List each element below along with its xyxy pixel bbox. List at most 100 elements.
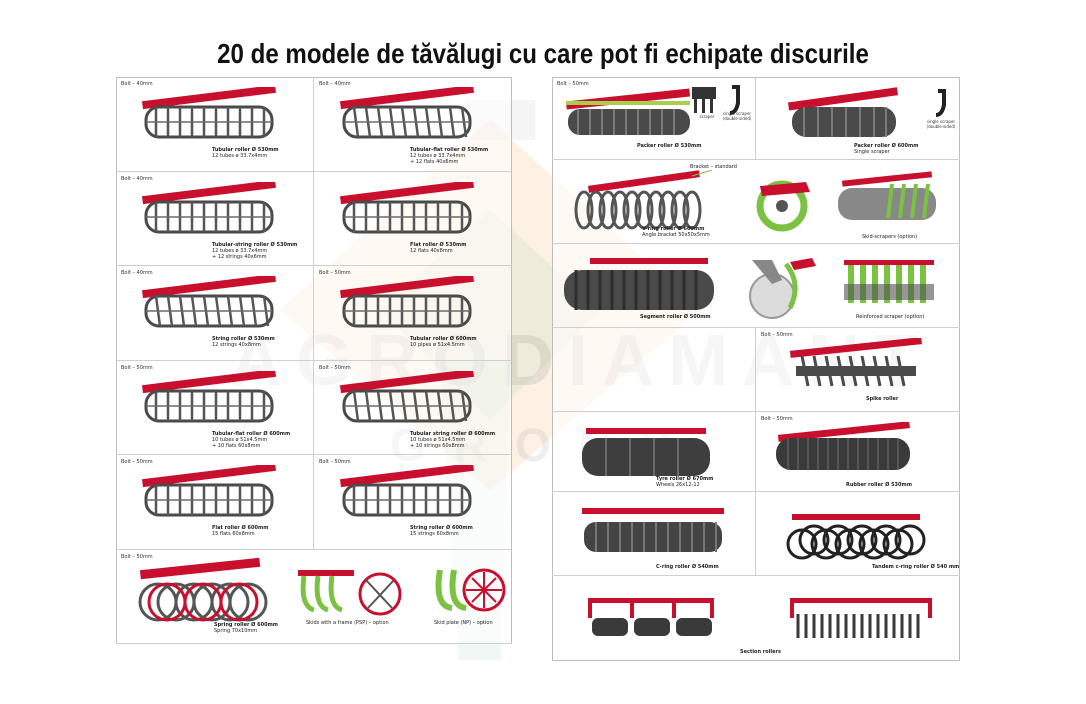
roller-name: Packer roller Ø 530mm xyxy=(637,143,702,149)
page-title: 20 de modele de tăvălugi cu care pot fi … xyxy=(217,38,869,69)
roller-name: Tandem c-ring roller Ø 540 mm xyxy=(872,564,960,570)
spring-roller-image xyxy=(138,558,268,622)
catalog-cell-tandem: Tandem c-ring roller Ø 540 mm xyxy=(756,492,960,576)
roller-spec: + 12 flats 40x6mm xyxy=(410,159,459,165)
roller-name: Tubular-flat roller Ø 530mm xyxy=(410,147,489,153)
catalog-cell-c-ring: C-ring roller Ø 540mm xyxy=(552,492,756,576)
bolt-label: Bolt – 50mm xyxy=(319,364,351,371)
tyre-caption: Tyre roller Ø 670mm Wheels 26x12-12 xyxy=(656,476,713,488)
bolt-label: Bolt – 50mm xyxy=(761,416,793,422)
roller-spec: 12 tubes ø 33.7x4mm xyxy=(212,247,268,254)
skid-scrapers-caption: Skid-scrapers (option) xyxy=(862,234,918,240)
single-scraper-image xyxy=(935,89,946,117)
roller-spec: Angle bracket 50x50x5mm xyxy=(642,232,710,238)
scraper-image xyxy=(692,85,740,115)
section-roller-b-image xyxy=(790,598,932,638)
roller-image xyxy=(340,465,474,517)
roller-image xyxy=(142,276,276,328)
bolt-label: Bolt – 40mm xyxy=(121,81,153,87)
roller-name: Tubular-string roller Ø 530mm xyxy=(212,241,298,248)
roller-name: String roller Ø 600mm xyxy=(410,525,473,532)
scraper-caption: scraper xyxy=(699,114,715,119)
bolt-label: Bolt – 40mm xyxy=(121,270,153,277)
catalog-cell-empty xyxy=(552,328,756,412)
roller-spec: 15 flats 60x8mm xyxy=(212,531,255,538)
roller-name: Tubular roller Ø 530mm xyxy=(212,147,279,153)
bolt-label: Bolt – 50mm xyxy=(319,270,351,277)
roller-name: Spring roller Ø 600mm xyxy=(214,622,279,628)
bolt-label: Bolt – 50mm xyxy=(761,332,793,338)
roller-spec: 10 tubes ø 51x4.5mm xyxy=(212,436,268,443)
bolt-label: Bolt – 50mm xyxy=(121,554,153,560)
catalog-cell-tyre: Tyre roller Ø 670mm Wheels 26x12-12 xyxy=(552,412,756,492)
spike-roller-image xyxy=(789,338,922,387)
roller-name: String roller Ø 530mm xyxy=(212,336,275,343)
roller-spec: 12 flats 40x8mm xyxy=(410,247,453,254)
spike-caption: Spike roller xyxy=(866,396,898,402)
reinforced-caption: Reinforced scraper (option) xyxy=(856,314,925,320)
roller-image xyxy=(142,465,276,517)
tandem-caption: Tandem c-ring roller Ø 540 mm xyxy=(872,564,959,570)
roller-image xyxy=(340,87,474,139)
roller-spec: + 10 strings 60x8mm xyxy=(410,442,465,449)
catalog-cell-v-ring: Bracket – standard V-ring roller Ø 600mm… xyxy=(552,160,960,244)
segment-detail-image xyxy=(749,258,816,319)
bolt-label: Bolt – 40mm xyxy=(121,175,153,182)
bolt-label: Bolt – 50mm xyxy=(319,459,351,466)
roller-name: C-ring roller Ø 540mm xyxy=(656,564,719,570)
option-psp-caption: Skids with a frame (PSP) – option xyxy=(306,620,389,626)
bolt-label: Bolt – 50mm xyxy=(121,459,153,466)
roller-spec: 10 tubes ø 51x4.5mm xyxy=(410,436,466,443)
catalog-cell-segment: Segment roller Ø 500mm Reinforced scrape… xyxy=(552,244,960,328)
roller-name: Flat roller Ø 600mm xyxy=(212,525,269,532)
rubber-roller-image xyxy=(776,422,910,470)
roller-image xyxy=(142,87,276,139)
packer-600-image xyxy=(787,87,899,137)
catalog-cell-packer-600: single scraper (double-sided) Packer rol… xyxy=(756,77,960,160)
roller-image xyxy=(340,276,474,328)
v-ring-caption: V-ring roller Ø 600mm Angle bracket 50x5… xyxy=(642,226,710,238)
roller-image xyxy=(142,181,276,234)
c-ring-roller-image xyxy=(582,508,724,552)
roller-name: Spike roller xyxy=(866,396,899,402)
bolt-label: Bolt – 50mm xyxy=(557,81,589,87)
roller-name: Flat roller Ø 530mm xyxy=(410,241,467,248)
skid-scrapers-image xyxy=(838,171,936,220)
roller-spec: 10 pipes ø 51x4.5mm xyxy=(410,342,465,349)
packer-530-image xyxy=(565,88,691,135)
rubber-caption: Rubber roller Ø 530mm xyxy=(846,482,912,488)
skids-with-frame-image xyxy=(298,570,402,616)
roller-image xyxy=(340,370,474,423)
catalog-cell-spike: Bolt – 50mm Spike roller xyxy=(756,328,960,412)
roller-spec: 12 tubes ø 33.7x4mm xyxy=(212,153,268,159)
roller-spec: 12 tubes ø 33.7x4mm xyxy=(410,153,466,159)
roller-name: Packer roller Ø 600mm xyxy=(854,143,919,149)
packer-530-caption: Packer roller Ø 530mm xyxy=(637,143,701,149)
segment-caption: Segment roller Ø 500mm xyxy=(640,314,711,320)
c-ring-caption: C-ring roller Ø 540mm xyxy=(656,564,719,570)
spring-roller-caption: Spring roller Ø 600mm Spring 70x10mm xyxy=(214,622,278,634)
roller-spec: 12 strings 40x8mm xyxy=(212,342,261,349)
roller-name: Segment roller Ø 500mm xyxy=(640,314,711,320)
roller-image xyxy=(142,370,276,423)
roller-spec: 15 strings 60x8mm xyxy=(410,531,459,538)
roller-spec: + 10 flats 60x8mm xyxy=(212,442,261,449)
roller-name: Tubular roller Ø 600mm xyxy=(410,336,477,343)
roller-image xyxy=(340,181,474,234)
